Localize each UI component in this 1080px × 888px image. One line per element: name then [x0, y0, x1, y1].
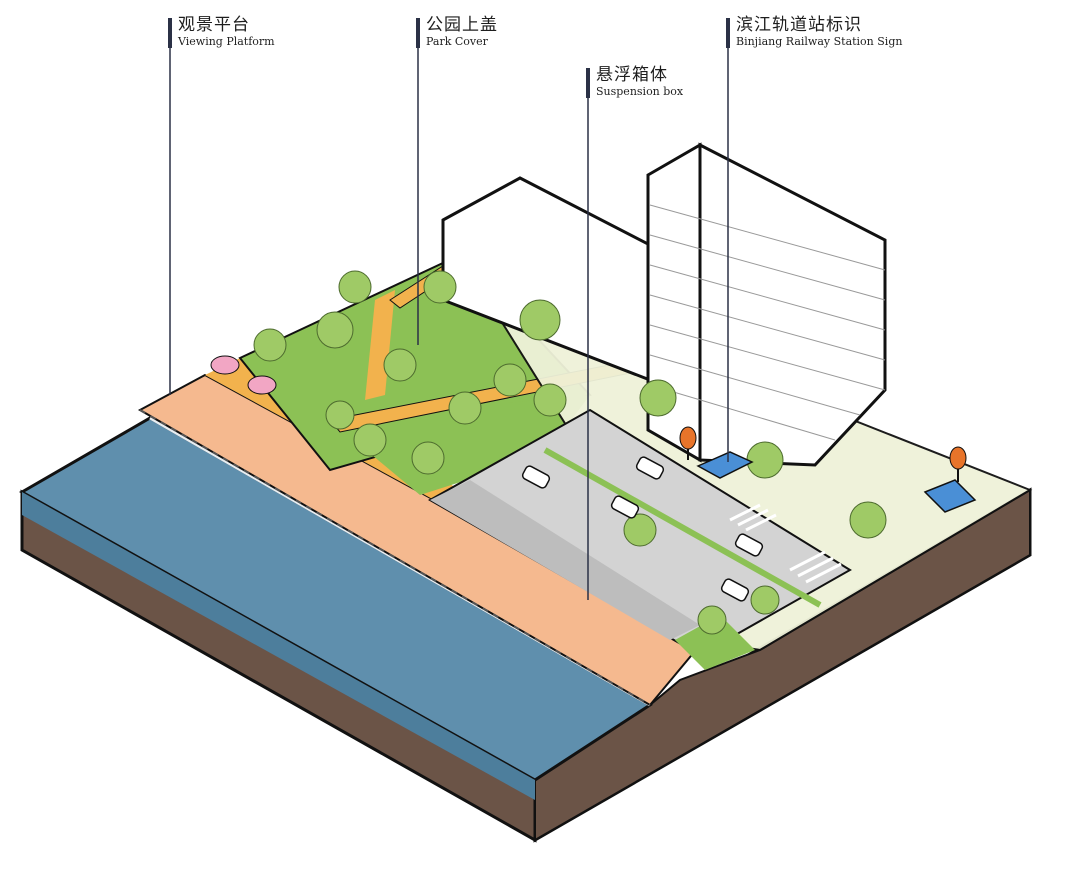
tree [325, 400, 355, 430]
label-bar [726, 18, 730, 48]
car [734, 533, 764, 557]
label-en: Binjiang Railway Station Sign [736, 34, 903, 48]
cars [521, 456, 764, 602]
station-entrances [696, 451, 977, 513]
road-stairs [430, 480, 700, 640]
leader-lines [169, 18, 729, 600]
tree [519, 299, 561, 341]
tree [253, 328, 287, 362]
station-entrance [923, 479, 977, 513]
label-en: Park Cover [426, 34, 488, 48]
road-median [543, 447, 822, 608]
label-park-cover: 公园上盖 Park Cover [416, 15, 498, 48]
tree [353, 423, 387, 457]
label-zh: 悬浮箱体 [596, 65, 668, 85]
tree [423, 270, 457, 304]
umbrella [247, 375, 277, 395]
label-bar [168, 18, 172, 48]
station-entrance [696, 451, 754, 479]
car [720, 578, 750, 602]
umbrella [210, 355, 240, 375]
tree [493, 363, 527, 397]
label-zh: 滨江轨道站标识 [736, 15, 862, 35]
label-viewing-platform: 观景平台 Viewing Platform [168, 15, 275, 48]
station-sign [949, 446, 967, 470]
label-en: Suspension box [596, 84, 684, 98]
car [610, 495, 640, 519]
station-signs [679, 426, 967, 482]
tree [533, 383, 567, 417]
car [521, 465, 551, 489]
lawn-pocket [675, 615, 755, 670]
label-en: Viewing Platform [178, 34, 275, 48]
label-station-sign: 滨江轨道站标识 Binjiang Railway Station Sign [726, 15, 903, 48]
tall-building [646, 142, 887, 467]
label-zh: 观景平台 [178, 15, 250, 35]
tree [697, 605, 727, 635]
tall-building-right [698, 142, 887, 467]
car [635, 456, 665, 480]
tree [623, 513, 657, 547]
water-front [22, 492, 535, 800]
tree [746, 441, 784, 479]
tree [338, 270, 372, 304]
tree [750, 585, 780, 615]
tree [448, 391, 482, 425]
tree [383, 348, 417, 382]
crosswalks [729, 503, 842, 584]
tree [411, 441, 445, 475]
tree [849, 501, 887, 539]
promenade-railing [139, 409, 651, 706]
label-zh: 公园上盖 [426, 15, 498, 35]
tree [639, 379, 677, 417]
umbrellas [210, 355, 277, 395]
label-suspension-box: 悬浮箱体 Suspension box [586, 65, 684, 98]
park-path-diagonal [365, 290, 395, 400]
tree [316, 311, 354, 349]
label-bar [586, 68, 590, 98]
label-bar [416, 18, 420, 48]
trees [253, 270, 887, 635]
station-sign [679, 426, 697, 450]
